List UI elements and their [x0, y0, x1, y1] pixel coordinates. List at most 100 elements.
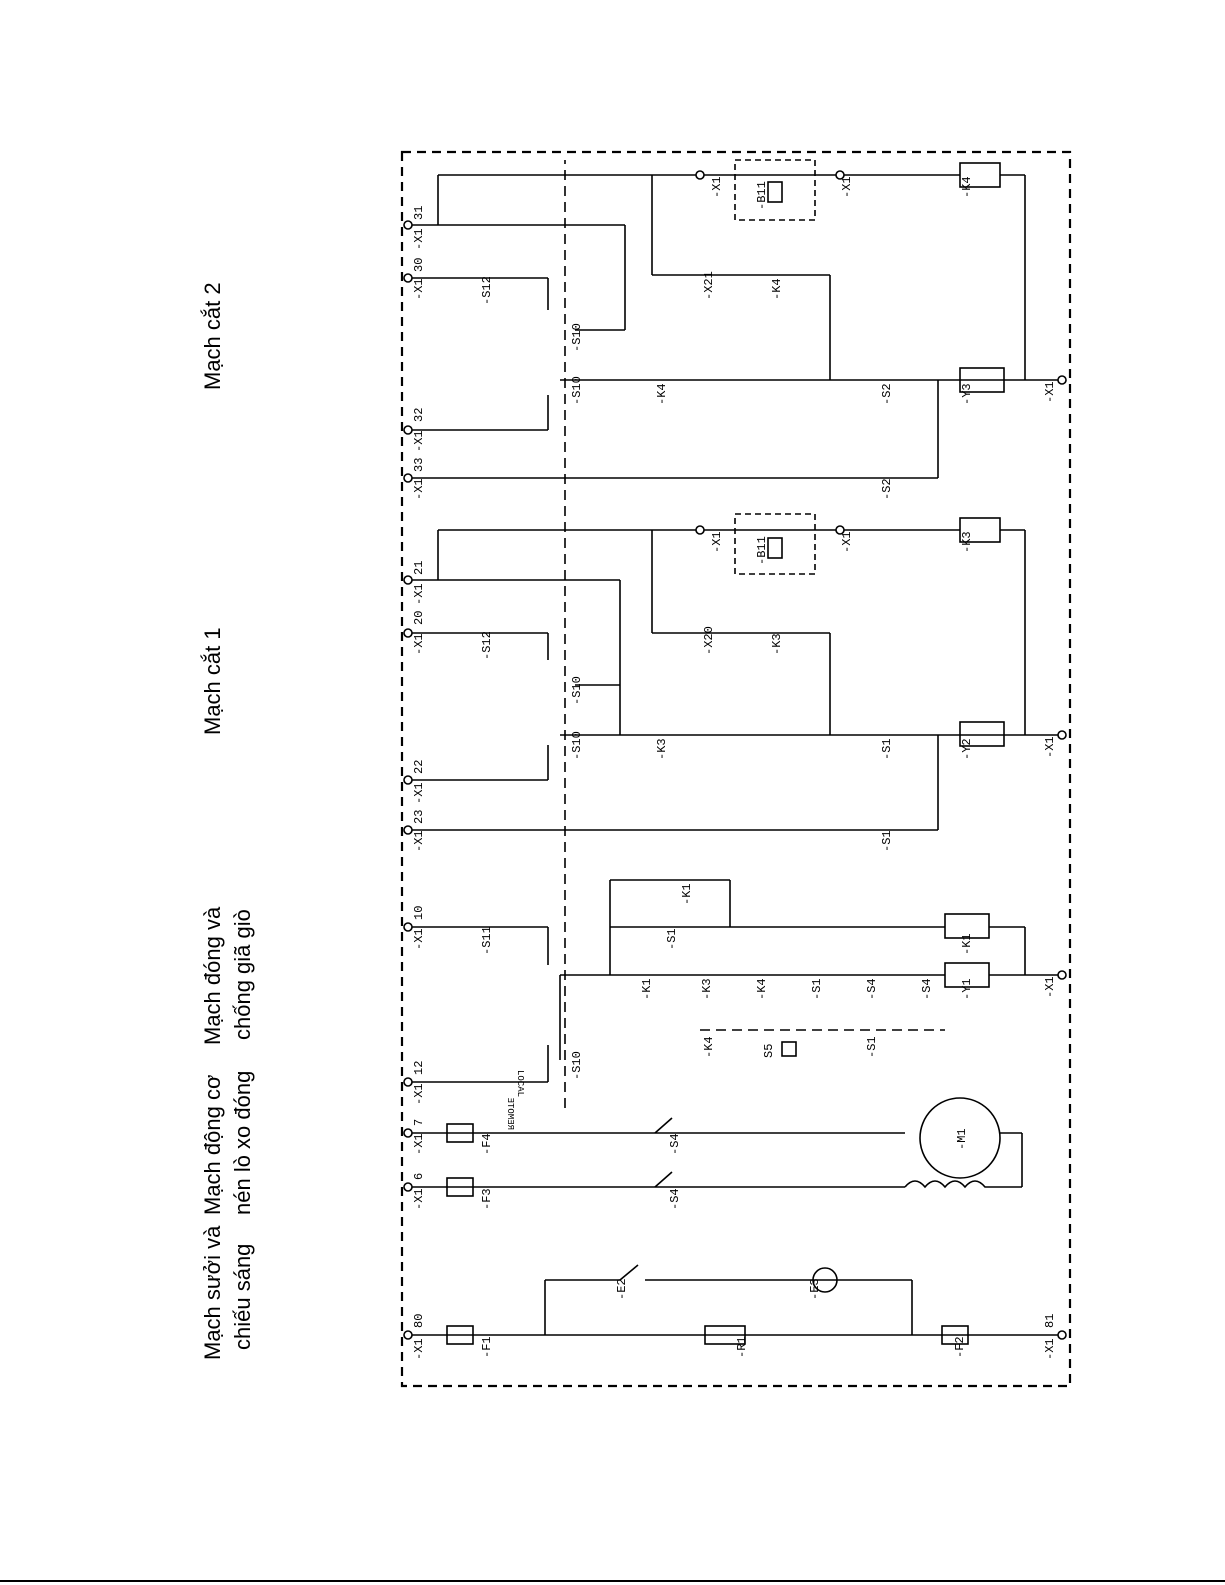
- lbl-motor-x1b-pin: 7: [412, 1119, 426, 1126]
- lbl-t2-x1-30: -X1: [412, 278, 426, 300]
- lbl-close-k4: -K4: [755, 978, 769, 1000]
- lbl-t2-pin-30: 30: [412, 258, 426, 272]
- lbl-t1-pin-20: 20: [412, 611, 426, 625]
- lbl-t1-pin-22: 22: [412, 760, 426, 774]
- lbl-motor-x1a-pin: 6: [412, 1173, 426, 1180]
- lbl-t1-s10b: -S10: [570, 676, 584, 705]
- lbl-close-pin-10: 10: [412, 906, 426, 920]
- lbl-close-s4b: -S4: [920, 978, 934, 1000]
- title-motor-line2: nén lò xo đóng: [230, 1071, 255, 1215]
- lbl-f1: -F1: [480, 1336, 494, 1358]
- title-close-line2: chống giã giò: [230, 909, 255, 1040]
- lbl-t1-b11: -B11: [755, 536, 769, 565]
- lbl-close-k3: -K3: [700, 978, 714, 1000]
- lbl-t2-x1-b: -X1: [840, 176, 854, 198]
- lbl-t1-x20: -X20: [702, 626, 716, 655]
- lbl-t2-s2: -S2: [880, 383, 894, 405]
- lbl-t2-x1-a: -X1: [710, 176, 724, 198]
- trip-circuit-1: [408, 513, 1062, 831]
- lbl-t1-s10: -S10: [570, 731, 584, 760]
- lbl-heater-x1-top: -X1: [412, 1338, 426, 1360]
- title-trip1: Mạch cắt 1: [200, 627, 225, 735]
- lbl-close-y1: -Y1: [960, 978, 974, 1000]
- lbl-t2-s10b: -S10: [570, 323, 584, 352]
- lbl-t1-pin-23: 23: [412, 810, 426, 824]
- lbl-t2-x1-33: -X1: [412, 478, 426, 500]
- lbl-t2-k4coil: -K4: [960, 176, 974, 198]
- lbl-heater-x1-bot: -X1: [1043, 1338, 1057, 1360]
- lbl-t2-x1-bot: -X1: [1043, 381, 1057, 403]
- lbl-t1-k3b: -K3: [770, 633, 784, 655]
- section-titles: Mạch sưởi và chiếu sáng Mạch động cơ nén…: [200, 282, 255, 1360]
- page-bottom-rule: [0, 1580, 1225, 1582]
- lbl-heater-x1-bot-pin: 81: [1043, 1314, 1057, 1328]
- heater-circuit: [408, 1264, 1062, 1345]
- lbl-t2-k4b: -K4: [770, 278, 784, 300]
- lbl-t2-s2b: -S2: [880, 478, 894, 500]
- lbl-t1-x1-99: -X1: [840, 531, 854, 553]
- motor-m1-symbol: [919, 1097, 1001, 1179]
- lbl-close-x1-bot: -X1: [1043, 976, 1057, 998]
- lbl-f4: -F4: [480, 1133, 494, 1155]
- lbl-heater-x1-top-pin: 80: [412, 1314, 426, 1328]
- title-trip2: Mạch cắt 2: [200, 282, 225, 390]
- lbl-close-pin-12: 12: [412, 1061, 426, 1075]
- terminal-points: [403, 170, 1067, 1340]
- lbl-motor-s4a: -S4: [668, 1188, 682, 1210]
- lbl-t1-x1-23: -X1: [412, 830, 426, 852]
- lbl-t2-x21: -X21: [702, 271, 716, 300]
- title-heater-line1: Mạch sưởi và: [200, 1225, 225, 1360]
- outer-dashed-frame: [400, 150, 1072, 1388]
- lbl-motor-s4b: -S4: [668, 1133, 682, 1155]
- lbl-close-x1-10: -X1: [412, 928, 426, 950]
- lbl-t2-x1-31: -X1: [412, 228, 426, 250]
- lbl-close-k4b: -K4: [702, 1036, 716, 1058]
- lbl-t2-s10: -S10: [570, 376, 584, 405]
- lbl-t2-k4: -K4: [655, 383, 669, 405]
- lbl-t1-s1: -S1: [880, 738, 894, 760]
- lbl-t1-k3coil: -K3: [960, 531, 974, 553]
- closing-circuit: [408, 160, 1062, 1108]
- lbl-t2-x1-32: -X1: [412, 430, 426, 452]
- lbl-t1-x1-21: -X1: [412, 583, 426, 605]
- lbl-t1-s1b: -S1: [880, 830, 894, 852]
- lbl-t2-b11: -B11: [755, 181, 769, 210]
- lbl-t1-y2: -Y2: [960, 738, 974, 760]
- lbl-t1-x1-98: -X1: [710, 531, 724, 553]
- lbl-close-s11: -S11: [480, 926, 494, 955]
- lbl-close-k1a: -K1: [640, 978, 654, 1000]
- lbl-close-k1coil: -K1: [960, 933, 974, 955]
- lbl-close-s5: S5: [762, 1044, 776, 1058]
- lbl-e2: -E2: [615, 1278, 629, 1300]
- lbl-f3: -F3: [480, 1188, 494, 1210]
- lbl-t2-pin-33: 33: [412, 458, 426, 472]
- lbl-close-k1b: -K1: [680, 883, 694, 905]
- lbl-local: LOCAL: [515, 1070, 525, 1097]
- lbl-t2-pin-31: 31: [412, 206, 426, 220]
- lbl-m1: -M1: [955, 1128, 969, 1150]
- lbl-close-s1b: -S1: [865, 1036, 879, 1058]
- lbl-t1-s12: -S12: [480, 631, 494, 660]
- lbl-close-s10: -S10: [570, 1051, 584, 1080]
- title-heater-line2: chiếu sáng: [230, 1244, 255, 1350]
- lbl-t2-s12: -S12: [480, 276, 494, 305]
- lbl-t2-pin-32: 32: [412, 408, 426, 422]
- component-labels: -X1 80 -F1 -R1 -E2 -E3 -F2 -X1 81 -X1 6 …: [412, 176, 1057, 1360]
- trip-circuit-2: [408, 159, 1062, 479]
- title-close-line1: Mạch đóng và: [200, 906, 225, 1045]
- title-motor-line1: Mạch động cơ: [200, 1075, 225, 1215]
- lbl-t1-k3: -K3: [655, 738, 669, 760]
- lbl-r1: -R1: [735, 1336, 749, 1358]
- lbl-close-s4a: -S4: [865, 978, 879, 1000]
- lbl-motor-x1b: -X1: [412, 1133, 426, 1155]
- lbl-t1-x1-bot: -X1: [1043, 736, 1057, 758]
- lbl-t1-x1-20: -X1: [412, 633, 426, 655]
- lbl-motor-x1a: -X1: [412, 1188, 426, 1210]
- lbl-remote: REMOTE: [505, 1098, 515, 1130]
- lbl-t1-pin-21: 21: [412, 561, 426, 575]
- lbl-close-x1-12: -X1: [412, 1083, 426, 1105]
- lbl-close-s1c: -S1: [665, 928, 679, 950]
- lbl-close-s1: -S1: [810, 978, 824, 1000]
- lbl-f2: -F2: [953, 1336, 967, 1358]
